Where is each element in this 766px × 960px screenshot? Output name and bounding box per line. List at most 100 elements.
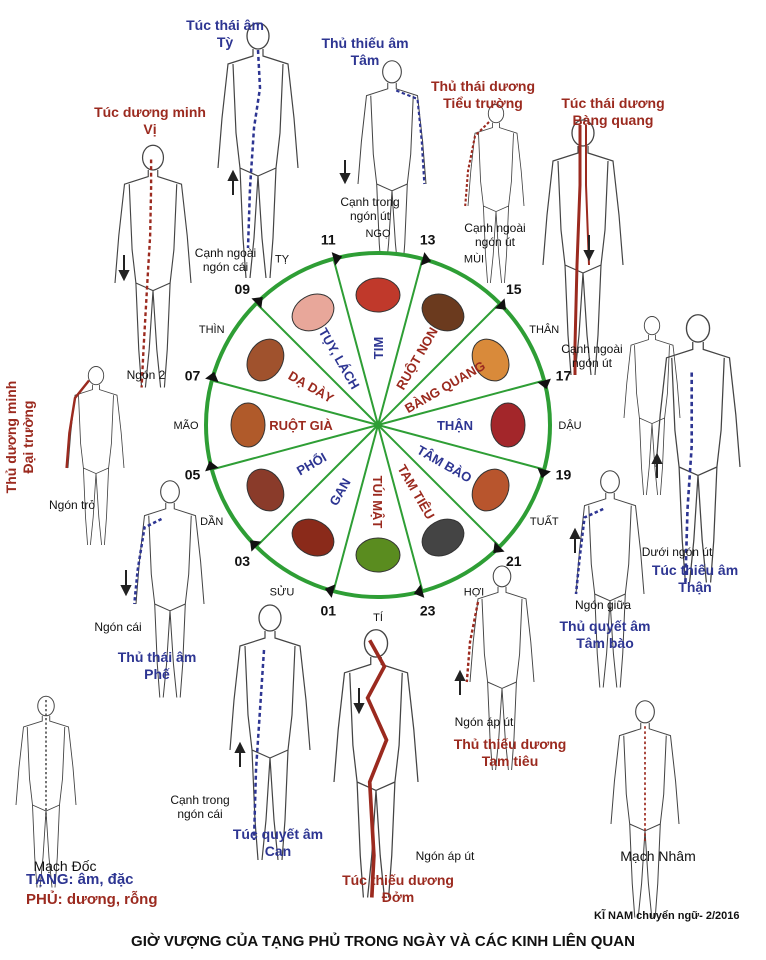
triple-burner-icon: [421, 518, 465, 557]
large-intestine-icon: [230, 402, 266, 448]
wheel-arrow: [205, 460, 219, 472]
wheel-spoke: [377, 424, 545, 471]
branch-label: DẬU: [558, 419, 581, 432]
wheel-spoke: [377, 258, 424, 426]
figure-du-vessel: [15, 695, 77, 888]
wheel-arrow: [537, 378, 551, 390]
wheel-spoke: [332, 424, 379, 592]
wheel-arrow: [251, 297, 263, 309]
branch-label: MÙI: [464, 253, 484, 266]
hour-label: 05: [185, 467, 201, 483]
wheel-arrow: [205, 371, 219, 383]
figure-gallbladder-meridian: [333, 629, 419, 899]
wheel-spoke: [377, 424, 501, 548]
note-large-intestine: Ngón trỏ: [48, 498, 96, 512]
wheel-arrow: [324, 584, 336, 598]
liver-icon: [291, 518, 335, 557]
small-intestine-icon: [421, 293, 465, 332]
wheel-arrow: [494, 298, 506, 310]
figure-triple-burner-meridian: [465, 565, 535, 771]
legend-tang: TẠNG: âm, đặc: [26, 871, 134, 888]
note-kidney: Dưới ngón út: [641, 545, 713, 559]
hour-label: 13: [420, 232, 436, 248]
hour-label: 19: [556, 467, 572, 483]
note-liver: Cạnh trong ngón cái: [170, 793, 230, 821]
wheel-spoke: [211, 379, 379, 426]
wheel-spoke: [211, 424, 379, 471]
hour-label: 11: [321, 232, 336, 248]
figure-spleen-meridian: [217, 22, 299, 279]
hour-label: 21: [506, 553, 522, 569]
note-triple-burner: Ngón áp út: [454, 715, 514, 729]
hour-label: 09: [234, 281, 250, 297]
figure-stomach-meridian: [114, 144, 192, 389]
segment-label: THẬN: [437, 418, 473, 433]
branch-label: TỴ: [275, 254, 290, 266]
direction-arrows: [118, 160, 663, 767]
hour-label: 03: [234, 553, 250, 569]
note-small-intestine: Cạnh ngoài ngón út: [464, 221, 526, 249]
segment-label: TÚI MẬT: [370, 476, 385, 529]
segment-label: RUỘT GIÀ: [269, 418, 333, 433]
legend-phu: PHỦ: dương, rỗng: [26, 891, 158, 908]
note-bladder: Cạnh ngoài ngón út: [561, 342, 623, 370]
wheel-arrow: [420, 252, 432, 266]
branch-label: TUẤT: [530, 515, 559, 528]
hour-label: 23: [420, 602, 436, 618]
branch-label: MÃO: [173, 419, 199, 432]
figure-small-intestine-meridian: [464, 104, 525, 284]
gallbladder-icon: [355, 537, 401, 573]
wheel-arrow: [331, 252, 343, 266]
wheel-spoke: [377, 424, 424, 592]
stomach-icon: [246, 338, 285, 382]
pericardium-icon: [471, 468, 510, 512]
hour-label: 01: [321, 602, 337, 618]
figure-liver-meridian: [229, 604, 311, 861]
figure-heart-meridian: [357, 60, 427, 279]
wheel-arrow: [413, 584, 425, 598]
wheel-arrow: [493, 541, 505, 553]
branch-label: HỢI: [464, 586, 484, 598]
wheel-spoke: [377, 379, 545, 426]
wheel-arrow: [250, 540, 262, 552]
page-title: GIỜ VƯỢNG CỦA TẠNG PHỦ TRONG NGÀY VÀ CÁC…: [131, 933, 635, 950]
branch-label: TÍ: [373, 611, 384, 624]
wheel-spoke: [255, 302, 379, 426]
wheel-arrow: [537, 467, 551, 479]
heart-icon: [355, 277, 401, 313]
note-stomach: Ngón 2: [126, 368, 166, 382]
figure-large-intestine-meridian: [65, 366, 125, 546]
label-ren-vessel: Mạch Nhâm: [620, 848, 696, 864]
hour-label: 17: [556, 367, 572, 383]
wheel-spoke: [377, 302, 501, 426]
wheel-spoke: [255, 424, 379, 548]
wheel-spoke: [332, 258, 379, 426]
note-pericardium: Ngón giữa: [574, 598, 632, 612]
label-du-vessel: Mạch Đốc: [33, 858, 97, 874]
branch-label: THÂN: [529, 323, 559, 336]
branch-label: THÌN: [199, 323, 225, 336]
note-spleen: Cạnh ngoài ngón cái: [194, 246, 257, 274]
hour-label: 07: [185, 367, 201, 383]
lungs-icon: [246, 468, 285, 512]
figure-pericardium-meridian: [574, 470, 645, 689]
hour-label: 15: [506, 281, 522, 297]
branch-label: SỬU: [270, 585, 295, 598]
branch-label: DẦN: [200, 515, 223, 528]
spleen-icon: [291, 293, 335, 332]
kidney-icon: [490, 402, 526, 448]
note-lung: Ngón cái: [94, 620, 142, 634]
